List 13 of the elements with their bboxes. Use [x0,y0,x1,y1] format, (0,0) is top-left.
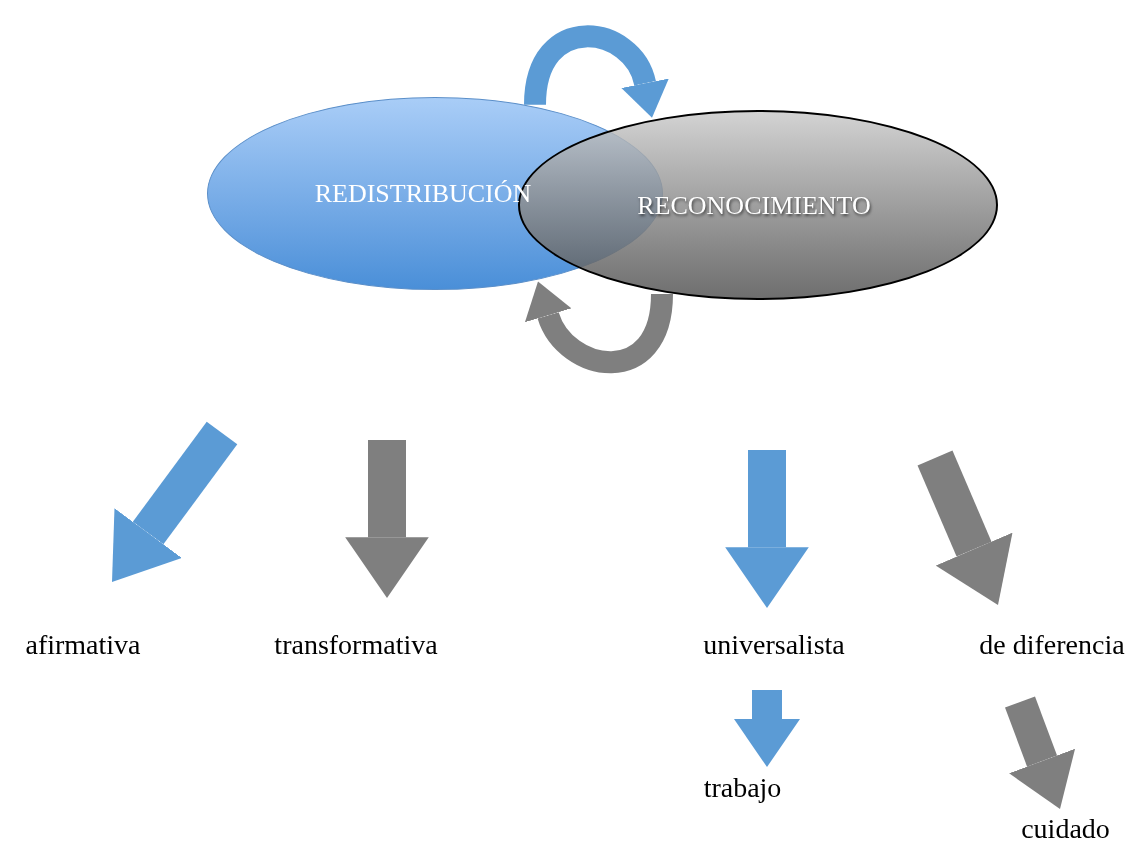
block-arrow [917,450,1013,605]
category-label: cuidado [1018,810,1113,848]
category-label: trabajo [695,768,790,808]
block-arrow [725,450,809,608]
category-label: afirmativa [8,625,158,665]
category-label: transformativa [272,625,440,665]
ellipse-label: RECONOCIMIENTO [637,189,871,222]
block-arrow [112,421,238,582]
category-label: universalista [698,625,850,665]
block-arrow [1005,696,1076,809]
category-label: de diferencia [965,625,1139,665]
block-arrow [345,440,429,598]
block-arrow [734,690,800,767]
